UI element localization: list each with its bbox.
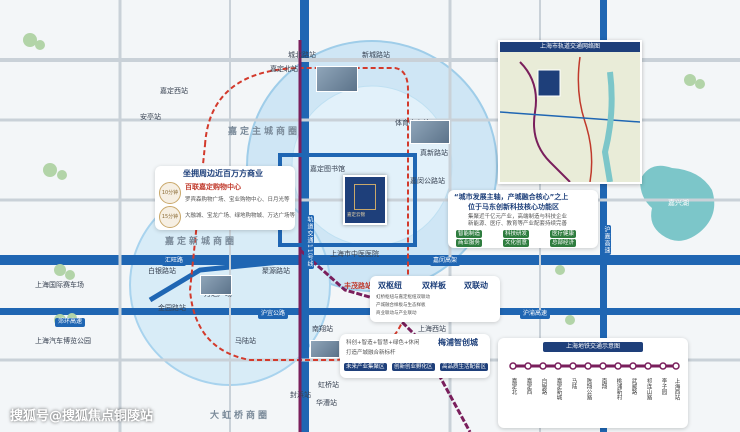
road-horizontal-main	[0, 255, 740, 265]
metro-station-1: 嘉定北	[510, 378, 517, 395]
station-fengzhu: 丰茂路站	[344, 282, 372, 290]
metro-station-2: 嘉定西	[525, 378, 532, 395]
lake-label: 嘉兴湖	[668, 199, 689, 207]
station-shanghai-west: 上海西站	[418, 325, 446, 333]
core-tag-5: 文化创意	[503, 239, 530, 248]
place-hospital: 上海市中医医院	[330, 250, 379, 258]
commerce-circle-15: 15分钟	[159, 206, 181, 228]
station-chengbei: 城北路站	[288, 51, 316, 59]
station-fengbang: 封浜站	[290, 391, 311, 399]
station-anting: 安亭站	[140, 113, 161, 121]
metro-diagram-title: 上海地铁交通示意图	[543, 342, 643, 352]
core-tag-3: 医疗健康	[550, 230, 577, 239]
meipu-pill-3: 高品质生活配套区	[440, 363, 489, 372]
metro-station-12: 上海西站	[673, 378, 680, 400]
twin-item-3: 双联动	[464, 281, 488, 290]
road-tag-yuan: 沪渝高速	[520, 310, 551, 319]
road-tag-huyu: 沪宜公路	[258, 310, 289, 319]
commerce-line-2: 大融城、宝龙广场、绿地购物城、万达广场等	[185, 213, 296, 219]
metro-station-3: 白银路	[540, 378, 547, 395]
core-tag-1: 智能制造	[456, 230, 483, 239]
place-library: 嘉定图书馆	[310, 165, 345, 173]
station-hongqiao: 虹桥站	[318, 381, 339, 389]
station-jiamin: 嘉闵公路站	[410, 177, 445, 185]
station-zhenxin: 真新路站	[420, 149, 448, 157]
core-tag-4: 商业服务	[456, 239, 483, 248]
jiading-new-city-district-label: 嘉定新城商圈	[165, 237, 238, 247]
twin-line-2: 产城融合样板与生态样板	[376, 303, 426, 308]
commerce-card-sub: 百联嘉定购物中心	[185, 183, 241, 191]
project-name: 嘉定云锦	[347, 213, 365, 218]
station-nanxiang: 南翔站	[312, 325, 333, 333]
metro-station-8: 桃浦新村	[615, 378, 622, 400]
jiading-main-district-label: 嘉定主城商圈	[228, 127, 301, 137]
twin-line-1: 虹桥枢纽与嘉定枢纽双联动	[376, 295, 430, 300]
metro-tag-line11: 轨道交通11号线	[304, 215, 314, 269]
metro-station-4: 嘉定新城	[555, 378, 562, 400]
station-baiyin: 白银路站	[148, 267, 176, 275]
twin-item-1: 双枢纽	[378, 281, 402, 290]
twin-item-2: 双样板	[422, 281, 446, 290]
metro-station-7: 南翔	[600, 378, 607, 389]
core-card: “城市发展主轴，产城融合核心”之上 位于马东创新科技核心功能区 集聚近千亿元产业…	[448, 190, 598, 248]
place-auto-park: 上海汽车博览公园	[35, 337, 91, 345]
meipu-line-2: 打造产城融合新标杆	[346, 350, 396, 356]
metro-station-10: 祁连山路	[645, 378, 652, 400]
project-marker[interactable]: 嘉定云锦	[343, 175, 387, 225]
photo-thumb-3	[200, 275, 232, 295]
twin-card: 双枢纽 双样板 双联动 虹桥枢纽与嘉定枢纽双联动 产城融合样板与生态样板 商业联…	[370, 276, 500, 322]
place-race: 上海国际赛车场	[35, 281, 84, 289]
meipu-line-1: 科创+智造+智慧+绿色+休闲	[346, 340, 420, 346]
core-card-title: “城市发展主轴，产城融合核心”之上	[454, 193, 569, 201]
core-line-1: 集聚近千亿元产业，高端制造与科技企业	[468, 214, 568, 220]
station-jiading-north: 嘉定北站	[270, 65, 298, 73]
station-huacao: 华漕站	[316, 399, 337, 407]
metro-ring	[188, 67, 409, 361]
metro-station-6: 陈翔公路	[585, 378, 592, 400]
twin-line-3: 商业联动与产业联动	[376, 311, 417, 316]
core-line-2: 新能源、医疗、教育等产业配套持续完善	[468, 221, 568, 227]
metro-diagram: 上海地铁交通示意图 嘉定北 嘉定西 白银路 嘉定新城 马陆 陈翔公路 南翔 桃浦…	[498, 338, 688, 428]
hongqiao-district-label: 大虹桥商圈	[210, 411, 271, 421]
metro-station-5: 马陆	[570, 378, 577, 389]
station-juyuan: 聚源路站	[262, 267, 290, 275]
metro-station-9: 武威路	[630, 378, 637, 395]
commerce-circle-10: 10分钟	[159, 182, 181, 204]
photo-thumb-2	[410, 120, 450, 144]
station-jiadingxi: 嘉定西站	[160, 87, 188, 95]
road-tag-jiamin: 嘉闵高架	[430, 257, 461, 266]
station-malu: 马陆站	[235, 337, 256, 345]
metro-station-11: 李子园	[660, 378, 667, 395]
meipu-pill-2: 创新创业孵化区	[392, 363, 435, 372]
photo-thumb-4	[310, 340, 340, 358]
inset-map: 上海市轨道交通网络图	[498, 40, 642, 184]
project-logo-frame	[354, 184, 376, 210]
road-tag-a30: 郊环高速	[55, 318, 86, 327]
lake-shape	[640, 165, 715, 241]
road-tag-east: 沪嘉高速	[601, 225, 611, 255]
photo-thumb-1	[316, 66, 358, 92]
inset-map-lines	[500, 56, 640, 182]
inset-map-title: 上海市轨道交通网络图	[500, 42, 640, 52]
commerce-card-title: 坐拥周边近百万方商业	[183, 169, 263, 178]
core-tag-6: 总部经济	[550, 239, 577, 248]
watermark: 搜狐号@搜狐焦点铜陵站	[10, 409, 154, 424]
station-xincheng-rd: 新城路站	[362, 51, 390, 59]
core-tag-2: 科技研发	[503, 230, 530, 239]
road-vertical-east	[600, 0, 607, 432]
core-card-title-2: 位于马东创新科技核心功能区	[468, 203, 559, 211]
meipu-title: 梅浦智创城	[438, 338, 478, 347]
road-tag-huiwang: 汇旺路	[162, 257, 187, 266]
meipu-card: 科创+智造+智慧+绿色+休闲 梅浦智创城 打造产城融合新标杆 未来产业集聚区 创…	[340, 334, 490, 378]
meipu-pill-1: 未来产业集聚区	[344, 363, 387, 372]
commerce-line-1: 罗宾森购物广场、宝业购物中心、日月光等	[185, 197, 290, 203]
station-jinyuan: 金园路站	[158, 304, 186, 312]
commerce-card: 坐拥周边近百万方商业 10分钟 15分钟 百联嘉定购物中心 罗宾森购物广场、宝业…	[155, 166, 295, 230]
metro-diagram-line	[509, 362, 680, 370]
